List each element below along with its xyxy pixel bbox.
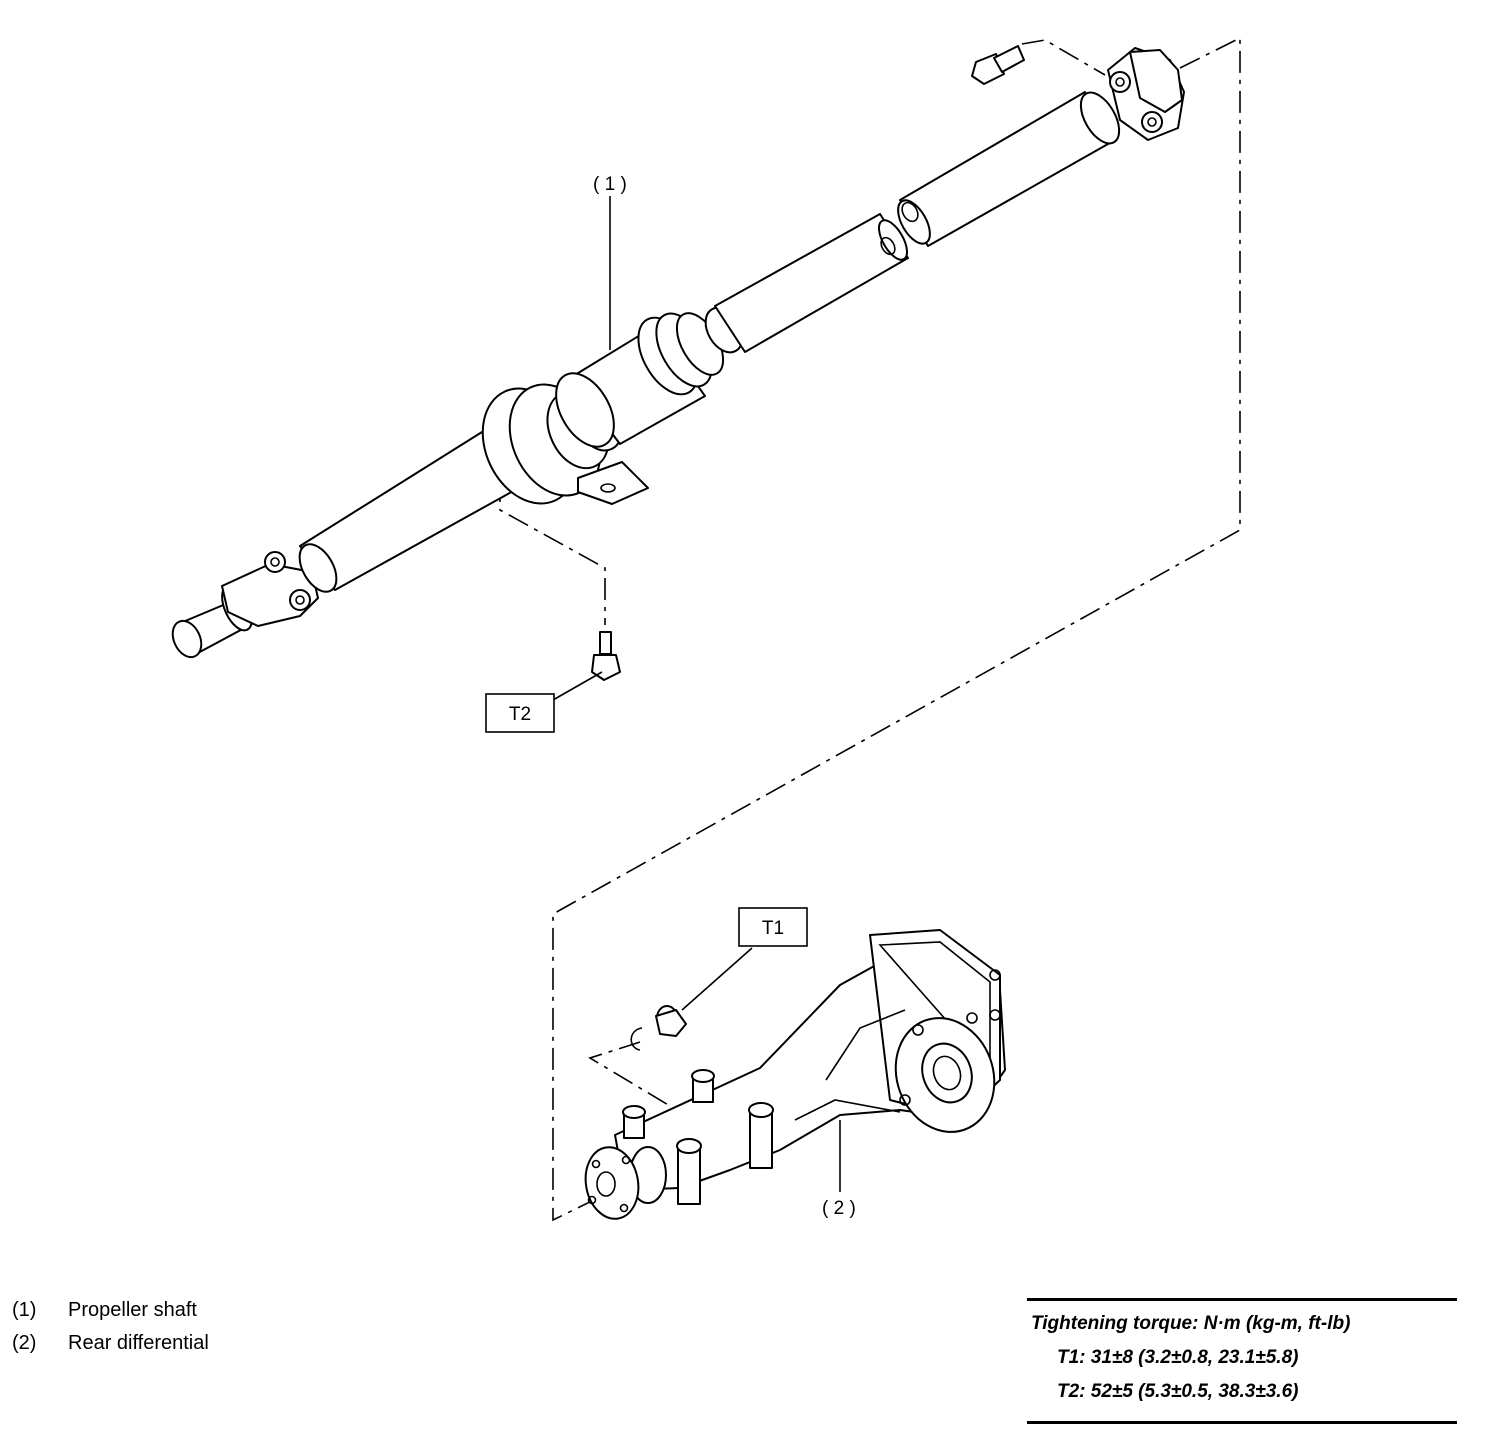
differential-nut (655, 1005, 687, 1037)
center-joint-housing (555, 312, 725, 448)
torque-tag-t1: T1 (738, 907, 808, 947)
center-bearing-bolt (591, 631, 621, 681)
legend-item: (1) Propeller shaft (12, 1294, 209, 1327)
parts-legend: (1) Propeller shaft (2) Rear differential (12, 1294, 209, 1360)
legend-number: (1) (12, 1299, 37, 1321)
rear-tube (897, 91, 1121, 247)
torque-spec-title: Tightening torque: N·m (kg-m, ft-lb) (1031, 1313, 1351, 1334)
front-tube (298, 431, 516, 593)
mount-boss-left (676, 1138, 702, 1205)
callout-leaders (552, 196, 841, 1192)
front-universal-joint (221, 551, 319, 627)
middle-tube (704, 213, 909, 354)
rear-differential (584, 929, 1006, 1220)
rear-universal-joint (1107, 47, 1185, 141)
exploded-view-diagram: ( 1 ) ( 2 ) T2 T1 (171, 36, 1241, 1222)
torque-spec-t2: T2: 52±5 (5.3±0.5, 38.3±3.6) (1057, 1381, 1299, 1402)
callout-2: ( 2 ) (822, 1198, 856, 1219)
callout-1: ( 1 ) (593, 174, 627, 195)
torque-spec-t1: T1: 31±8 (3.2±0.8, 23.1±5.8) (1057, 1347, 1299, 1368)
legend-number: (2) (12, 1332, 37, 1354)
snap-ring (630, 1027, 643, 1051)
legend-label: Rear differential (68, 1332, 209, 1354)
torque-tag-t2: T2 (485, 693, 555, 733)
legend-item: (2) Rear differential (12, 1327, 209, 1360)
companion-flange (584, 1146, 667, 1220)
mount-boss-upper (691, 1069, 715, 1103)
mount-boss-front (622, 1105, 646, 1139)
torque-tag-t2-label: T2 (509, 704, 531, 725)
torque-tag-t1-label: T1 (762, 918, 784, 939)
propeller-shaft (171, 47, 1185, 659)
mount-boss-mid (748, 1102, 774, 1169)
legend-label: Propeller shaft (68, 1299, 197, 1321)
torque-spec-table: Tightening torque: N·m (kg-m, ft-lb) T1:… (1027, 1298, 1457, 1424)
flange-bolt (971, 45, 1025, 85)
